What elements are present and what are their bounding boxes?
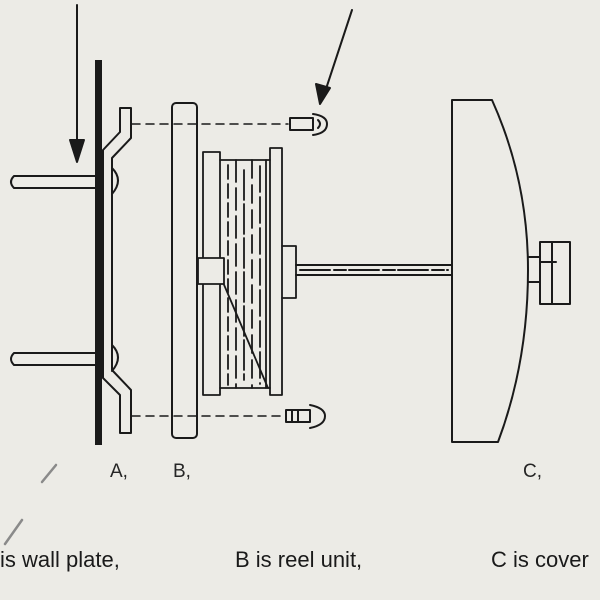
wall — [95, 60, 102, 445]
caption-wall-plate: is wall plate, — [0, 547, 120, 572]
cover-knob — [527, 241, 571, 305]
screw-top — [289, 113, 328, 136]
wall-pin-upper — [10, 175, 97, 189]
wall-pin-lower — [10, 352, 97, 366]
reel-drum — [197, 147, 297, 396]
label-part-b: B, — [173, 461, 191, 482]
staple-1 — [40, 463, 58, 484]
cover-c — [451, 99, 529, 443]
insertion-arrow-right — [315, 9, 353, 105]
staple-2 — [3, 518, 24, 546]
alignment-lines — [131, 123, 289, 417]
label-part-a: A, — [110, 461, 128, 482]
caption-reel-unit: B is reel unit, — [235, 547, 363, 572]
spindle — [295, 264, 453, 276]
reel-backplate-b — [171, 102, 198, 439]
caption-cover: C is cover — [491, 547, 589, 572]
label-part-c: C, — [523, 461, 542, 482]
screw-bottom — [285, 404, 326, 429]
insertion-arrow-left — [69, 4, 85, 163]
wall-plate-a — [102, 107, 132, 434]
